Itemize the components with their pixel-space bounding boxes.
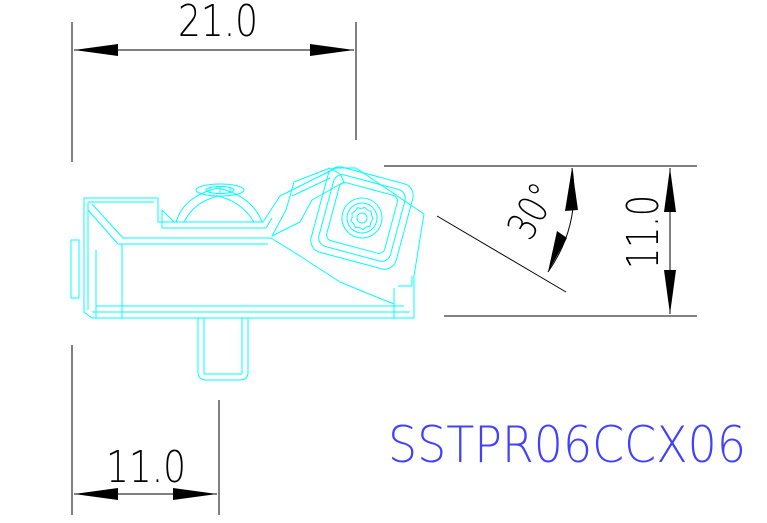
dimension-bottom-width: [71, 345, 220, 515]
body-chamfer: [91, 203, 124, 239]
arrowhead-right-top: [664, 168, 676, 212]
insert-screw-center: [356, 212, 368, 224]
arrowhead-angle-top: [565, 168, 578, 211]
arrowhead-left: [74, 44, 118, 56]
insert-outer: [310, 166, 414, 270]
insert-screw-ring: [346, 202, 378, 234]
arrowhead-right-bottom: [664, 270, 676, 314]
screw-dome-inner: [183, 195, 255, 223]
dimension-label-bottom: 11.0: [106, 442, 186, 493]
arrowhead-bottom-left: [74, 488, 118, 500]
insert-screw-outer: [341, 197, 383, 239]
dimension-top-width: [71, 22, 357, 162]
clamp-screw: [161, 183, 273, 229]
insert-screw-torx: [350, 206, 374, 231]
dimension-label-top: 21.0: [178, 0, 258, 47]
front-face-top: [123, 237, 395, 305]
cutting-insert: [310, 166, 414, 270]
pocket-outline: [271, 167, 345, 237]
pin-outline: [197, 318, 249, 381]
dimension-label-right: 11.0: [618, 195, 669, 269]
insert-inner: [326, 182, 398, 254]
arrowhead-bottom-right: [173, 488, 217, 500]
screw-seat: [161, 209, 273, 229]
tool-holder-part: [70, 167, 425, 381]
dimension-right-height: [384, 165, 697, 317]
screw-head-top: [195, 183, 245, 197]
body-chamfer-2: [87, 209, 119, 245]
insert-mid: [318, 174, 406, 262]
arrowhead-right: [310, 44, 354, 56]
angle-reference-line: [436, 215, 567, 293]
locating-pin: [197, 318, 249, 381]
pocket-inner: [291, 177, 331, 197]
screw-dome: [175, 187, 263, 223]
body-top-edge: [87, 201, 154, 318]
body-outline: [83, 167, 425, 319]
arrowhead-angle-bottom: [548, 231, 567, 272]
part-number-label: SSTPR06CCX06: [388, 416, 746, 474]
bottom-ledge: [92, 305, 410, 313]
left-stub: [70, 239, 80, 299]
dimension-angle: [436, 167, 578, 293]
right-face-detail: [398, 276, 413, 287]
